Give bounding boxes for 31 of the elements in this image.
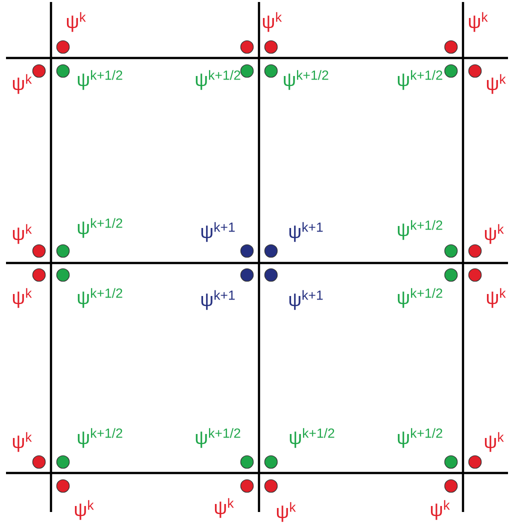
variable-label: ψ$^{k}$: [486, 288, 506, 308]
variable-label: ψ$^{k+1/2}$: [284, 70, 328, 90]
variable-label: ψ$^{k+1/2}$: [398, 220, 442, 240]
variable-label: ψ$^{k+1/2}$: [398, 70, 442, 90]
variable-label: ψ$^{k+1/2}$: [398, 288, 442, 308]
variable-label: ψ$^{k}$: [486, 74, 506, 94]
variable-label: ψ$^{k}$: [276, 502, 296, 522]
variable-label: ψ$^{k}$: [74, 500, 94, 520]
variable-label: ψ$^{k}$: [262, 12, 282, 32]
variable-label: ψ$^{k}$: [484, 224, 504, 244]
variable-label: ψ$^{k}$: [12, 224, 32, 244]
variable-label: ψ$^{k+1/2}$: [196, 70, 240, 90]
variable-label: ψ$^{k+1}$: [289, 290, 323, 310]
variable-label: ψ$^{k}$: [430, 500, 450, 520]
variable-label: ψ$^{k+1}$: [289, 222, 323, 242]
variable-label: ψ$^{k+1/2}$: [78, 218, 122, 238]
variable-label: ψ$^{k+1/2}$: [398, 428, 442, 448]
variable-label: ψ$^{k}$: [214, 498, 234, 518]
variable-label: ψ$^{k+1/2}$: [196, 428, 240, 448]
variable-label: ψ$^{k}$: [484, 432, 504, 452]
variable-label: ψ$^{k+1}$: [201, 222, 235, 242]
variable-label: ψ$^{k}$: [66, 12, 86, 32]
variable-label: ψ$^{k}$: [12, 432, 32, 452]
variable-label: ψ$^{k+1/2}$: [78, 288, 122, 308]
variable-label: ψ$^{k}$: [468, 12, 488, 32]
variable-label: ψ$^{k+1/2}$: [78, 428, 122, 448]
variable-label: ψ$^{k}$: [12, 288, 32, 308]
variable-label: ψ$^{k+1}$: [201, 290, 235, 310]
variable-label: ψ$^{k+1/2}$: [78, 70, 122, 90]
variable-label: ψ$^{k}$: [12, 74, 32, 94]
variable-label: ψ$^{k+1/2}$: [290, 428, 334, 448]
